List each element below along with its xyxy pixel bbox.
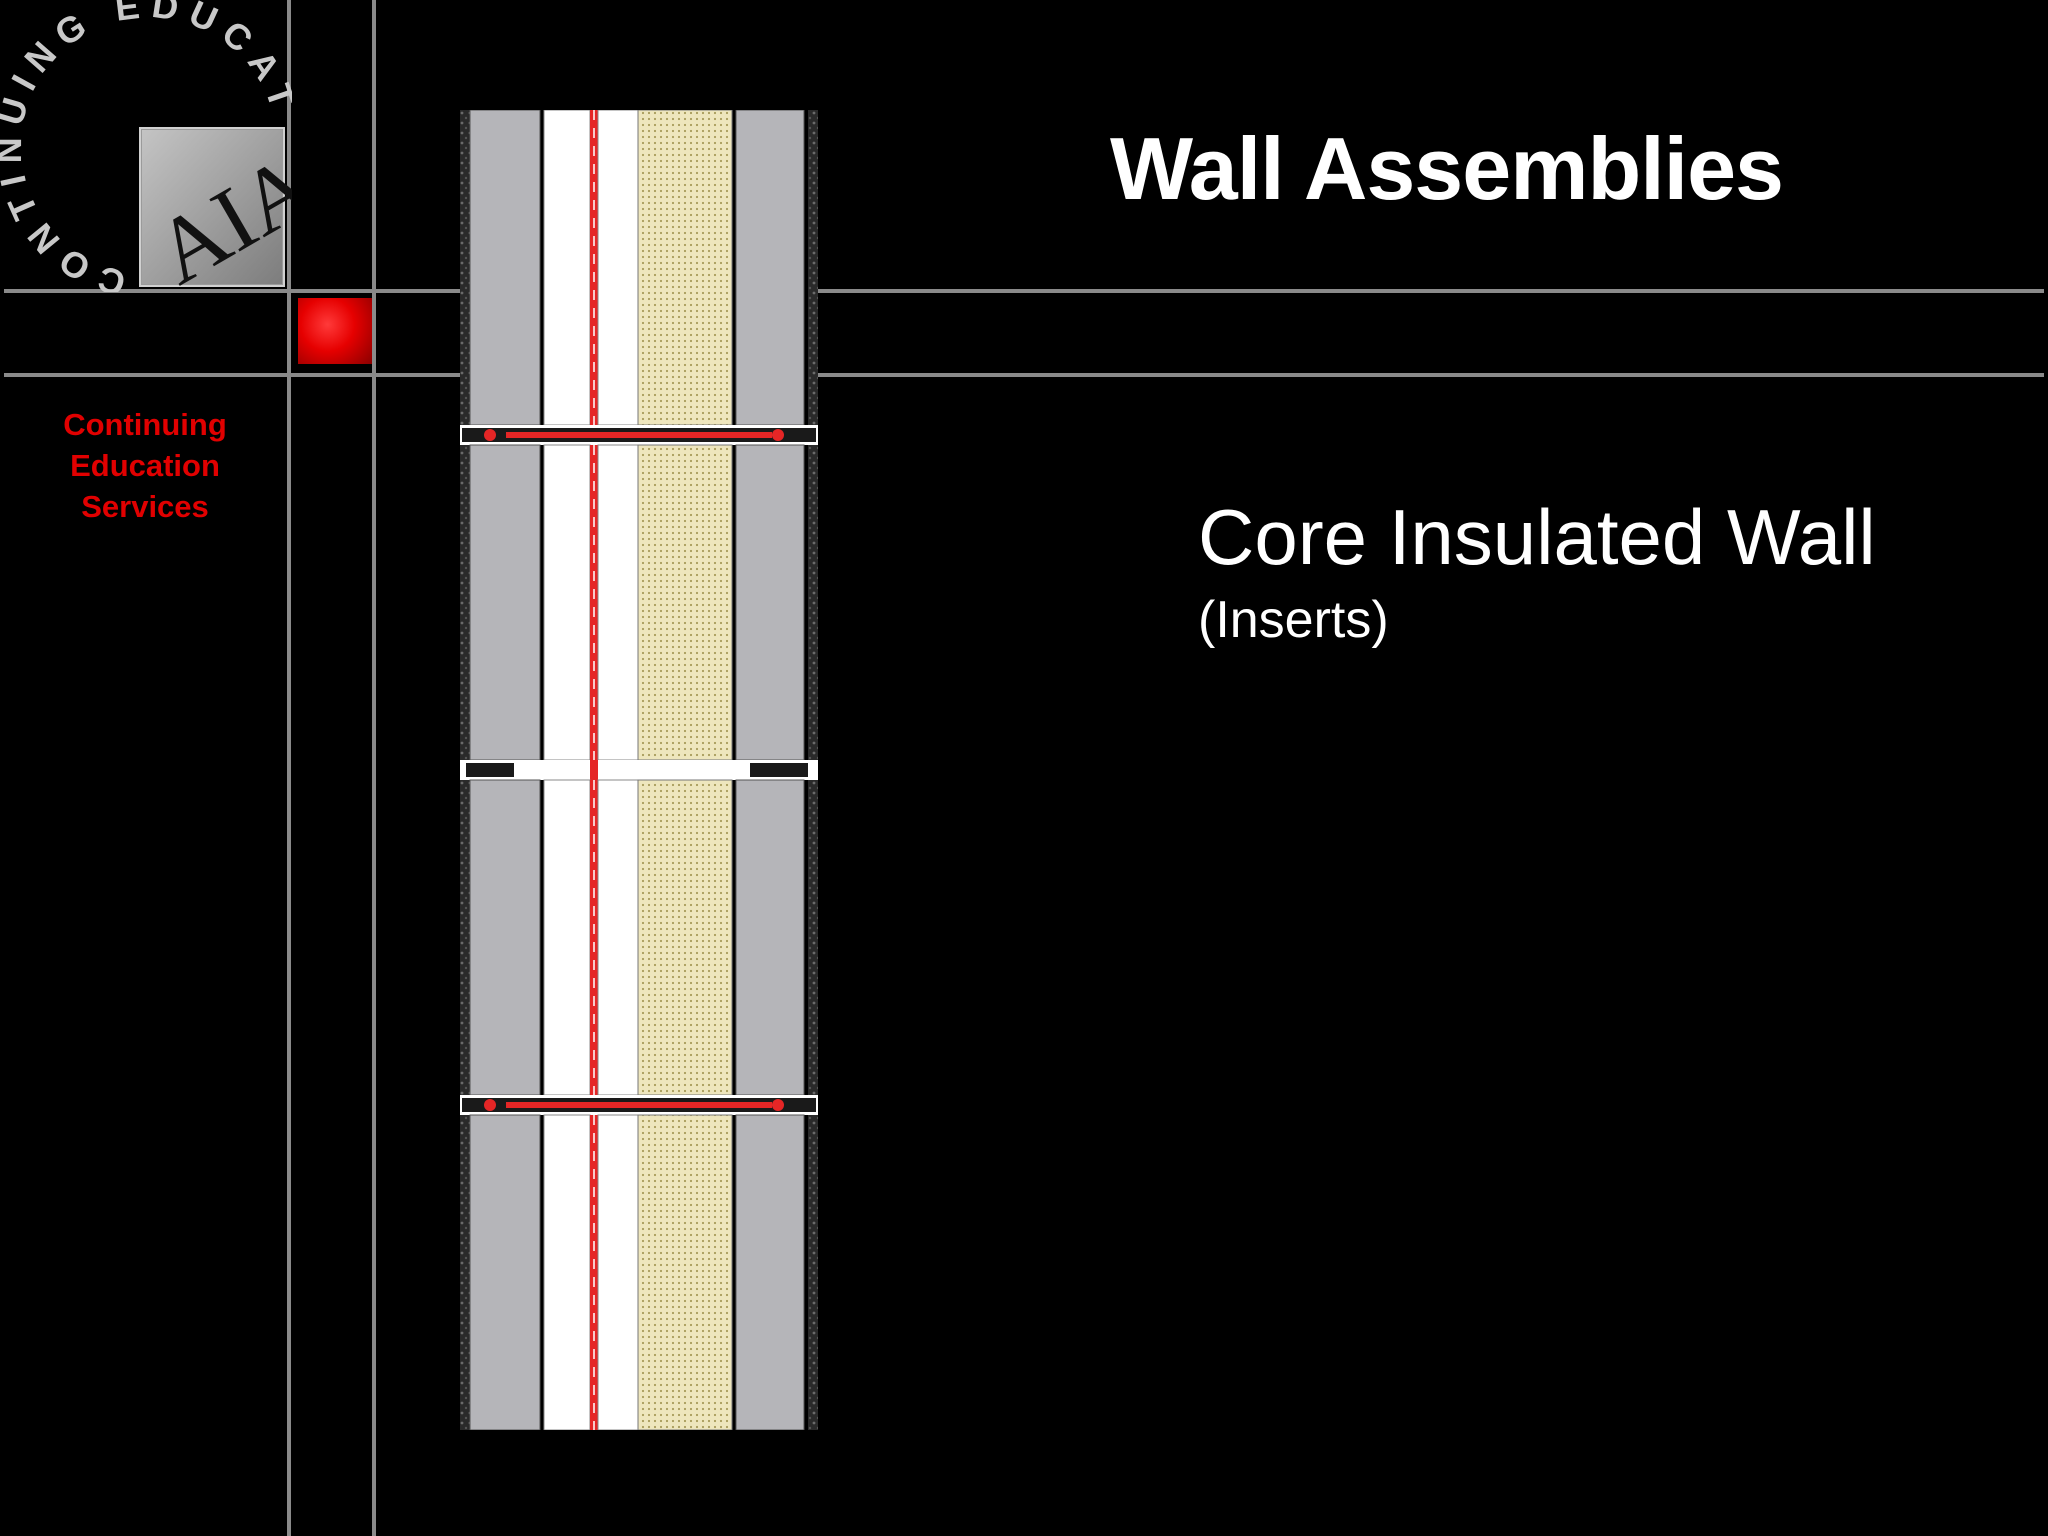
insert-connector-rod [506,1102,772,1108]
tie-strip [590,445,598,760]
insert-connector-rod [506,432,772,438]
concrete-wythe-inner [469,1114,541,1430]
rigid-insulation-right [597,779,639,1096]
grid-line-bottom-right [816,373,2044,377]
slide-note: (Inserts) [1198,591,1389,649]
org-line-2: Education [70,448,220,483]
grid-line-vertical-1 [287,0,291,1536]
concrete-wythe-outer [735,110,805,426]
continuing-education-services: Continuing Education Services [20,404,270,527]
aia-continuing-education-logo: CONTINUING EDUCATION AIA [0,0,331,305]
concrete-wythe-outer [735,1114,805,1430]
insert-anchor-left [484,1099,496,1111]
grid-line-top-right [816,289,2044,293]
batt-insulation [637,110,733,426]
tie-strip [590,780,598,1095]
grid-line-vertical-2 [372,0,376,1536]
batt-insulation [637,1114,733,1430]
concrete-wythe-inner [469,444,541,761]
insert-anchor-right [772,429,784,441]
concrete-wythe-inner [469,779,541,1096]
rigid-insulation-right [597,1114,639,1430]
mortar-joint-right [750,763,808,777]
org-line-1: Continuing [63,407,227,442]
rigid-insulation-right [597,444,639,761]
batt-insulation [637,444,733,761]
wall-section-diagram [460,110,820,1430]
org-line-3: Services [81,489,209,524]
tie-strip [590,1115,598,1430]
wall-section-graphic [460,110,818,1430]
logo-graphic: CONTINUING EDUCATION AIA [0,0,331,305]
tie-strip [590,110,598,425]
insert-anchor-right [772,1099,784,1111]
rigid-insulation-left [543,779,591,1096]
grid-line-top-left [4,289,460,293]
concrete-wythe-inner [469,110,541,426]
grid-line-bottom-left [4,373,460,377]
insert-anchor-left [484,429,496,441]
red-accent-square [298,298,372,364]
concrete-wythe-outer [735,444,805,761]
batt-insulation [637,779,733,1096]
concrete-wythe-outer [735,779,805,1096]
rigid-insulation-right [597,110,639,426]
rigid-insulation-left [543,444,591,761]
panel-joint-background [460,760,818,780]
rigid-insulation-left [543,110,591,426]
slide-title: Wall Assemblies [1110,119,1784,218]
mortar-joint-left [466,763,514,777]
slide-subtitle: Core Insulated Wall [1198,493,1876,581]
rigid-insulation-left [543,1114,591,1430]
tie-strip-joint [590,760,598,780]
